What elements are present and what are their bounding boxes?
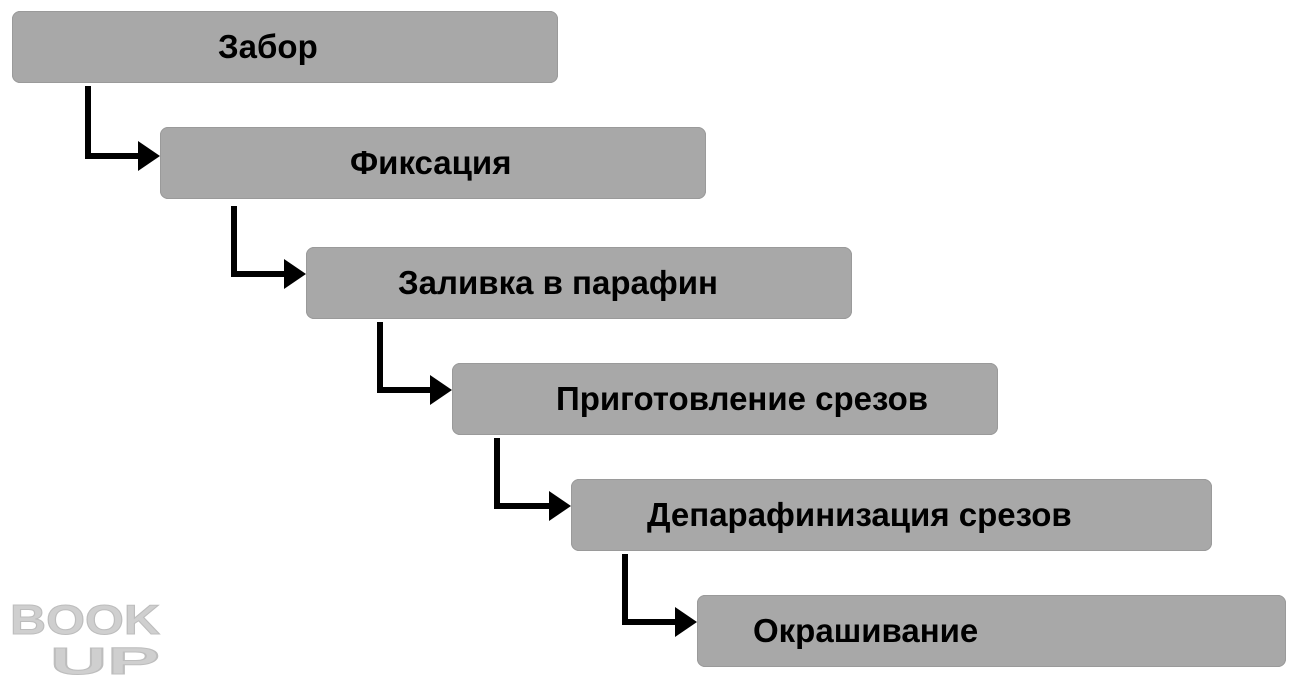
connector-1: [85, 86, 140, 159]
step-label-deparafinizatsiya: Депарафинизация срезов: [647, 496, 1072, 533]
connector-3: [377, 322, 432, 393]
bookup-logo: BOOK UP: [10, 596, 161, 676]
step-box-fiksatsiya: Фиксация: [160, 127, 706, 199]
connector-5: [622, 554, 677, 625]
step-label-fiksatsiya: Фиксация: [350, 144, 512, 181]
connector-2: [231, 206, 286, 277]
arrowhead-5: [675, 607, 697, 637]
step-box-zalivka: Заливка в парафин: [306, 247, 852, 319]
step-box-deparafinizatsiya: Депарафинизация срезов: [571, 479, 1212, 551]
logo-text-book: BOOK: [10, 596, 160, 643]
step-box-okrashivanie: Окрашивание: [697, 595, 1286, 667]
step-box-prigotovlenie: Приготовление срезов: [452, 363, 998, 435]
arrowhead-1: [138, 141, 160, 171]
arrowhead-4: [549, 491, 571, 521]
step-label-prigotovlenie: Приготовление срезов: [556, 380, 929, 417]
step-label-zalivka: Заливка в парафин: [398, 264, 718, 301]
step-box-zabor: Забор: [12, 11, 558, 83]
step-label-zabor: Забор: [218, 28, 318, 65]
arrowhead-2: [284, 259, 306, 289]
arrowhead-3: [430, 375, 452, 405]
step-label-okrashivanie: Окрашивание: [753, 612, 979, 649]
connector-4: [494, 438, 551, 509]
logo-text-up: UP: [50, 641, 160, 676]
